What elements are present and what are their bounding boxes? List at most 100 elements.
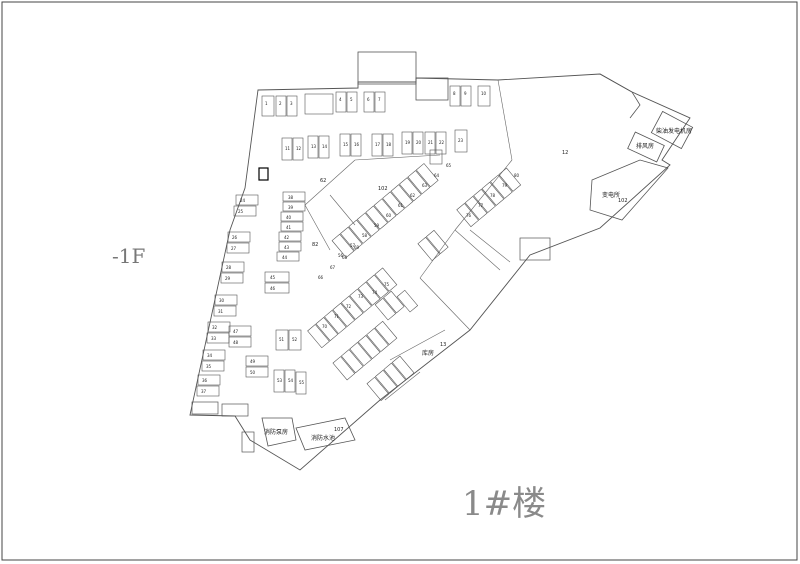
stall-number: 59 [374, 223, 380, 228]
stalls-diagonal-row-d [366, 355, 415, 401]
room-fire-pump: 消防泵房 [264, 429, 289, 436]
room-storage: 库房 [422, 350, 435, 357]
stall-number: 18 [386, 142, 392, 147]
room-tank-no: 107 [334, 427, 344, 433]
stall-number: 70 [322, 324, 328, 329]
stall-number: 68 [342, 255, 348, 260]
stalls-second-row [281, 129, 468, 165]
stall-number: 61 [398, 203, 404, 208]
stall-number: 45 [270, 275, 276, 280]
stalls-diagonal-row-e [456, 167, 522, 228]
stall-number: 28 [226, 265, 232, 270]
stall-number: 48 [233, 340, 239, 345]
annex-top-mid [415, 77, 449, 101]
stall-number: 25 [238, 209, 244, 214]
stall-number: 21 [428, 140, 434, 145]
stall-number: 57 [350, 243, 356, 248]
stall-number: 22 [439, 140, 445, 145]
stall-number: 1 [265, 101, 268, 106]
stall-number: 62 [410, 193, 416, 198]
stall-number: 53 [277, 378, 283, 383]
stall-number: 13 [311, 144, 317, 149]
room-fan: 排风房 [636, 143, 655, 150]
stalls-inner-left [228, 191, 307, 395]
stall-number: 58 [362, 233, 368, 238]
stall-number: 41 [286, 225, 292, 230]
diesel-room-box [650, 110, 694, 150]
building-label: 1#楼 [462, 484, 547, 524]
stall-number: 55 [299, 380, 305, 385]
stall-number: 64 [434, 173, 440, 178]
stall-number: 42 [284, 235, 290, 240]
room-substation: 变电所 [602, 192, 621, 199]
stall-number: 39 [288, 205, 294, 210]
floor-label: -1F [112, 244, 146, 268]
stall-number: 40 [286, 215, 292, 220]
stall-number: 65 [446, 163, 452, 168]
stall-number: 35 [206, 364, 212, 369]
stall-number: 7 [378, 97, 381, 102]
stall-number: 30 [219, 298, 225, 303]
stall-number: 9 [464, 91, 467, 96]
stall-number: 69 [354, 245, 360, 250]
stalls-diagonal-row-b [307, 267, 398, 349]
stall-number: 73 [358, 294, 364, 299]
stall-number: 76 [466, 213, 472, 218]
stalls-diagonal-row-c [332, 320, 398, 381]
fan-room-box [627, 131, 665, 163]
stall-number: 19 [405, 140, 411, 145]
stall-number: 50 [250, 370, 256, 375]
stall-number: 36 [202, 378, 208, 383]
marker-box [258, 167, 269, 181]
stall-number: 17 [375, 142, 381, 147]
stall-number: 74 [372, 290, 378, 295]
stall-number: 43 [284, 245, 290, 250]
stall-number: 14 [322, 144, 328, 149]
annex-top-left [357, 51, 417, 85]
stall-number: 11 [285, 146, 291, 151]
area-62: 62 [320, 178, 327, 184]
stall-number: 12 [296, 146, 302, 151]
stall-number: 75 [384, 282, 390, 287]
fire-water-tank [295, 417, 356, 451]
stall-number: 46 [270, 286, 276, 291]
stall-number: 72 [346, 304, 352, 309]
area-13: 13 [440, 342, 447, 348]
stalls-center-pair [417, 229, 449, 262]
stalls-mid-cluster [374, 289, 419, 321]
stall-number: 51 [279, 337, 285, 342]
room-diesel-generator: 柴油发电机房 [656, 128, 693, 135]
stall-number: 29 [225, 276, 231, 281]
stall-number: 8 [453, 91, 456, 96]
stall-number: 52 [292, 337, 298, 342]
area-102: 102 [378, 186, 388, 192]
stall-number: 23 [458, 138, 464, 143]
stall-number: 77 [478, 203, 484, 208]
stall-number: 66 [318, 275, 324, 280]
right-wing-wall [599, 73, 641, 119]
stall-number: 60 [386, 213, 392, 218]
stall-number: 27 [231, 246, 237, 251]
substation-box [589, 159, 669, 221]
stall-number: 37 [201, 389, 207, 394]
stall-number: 79 [502, 183, 508, 188]
stall-number: 2 [279, 101, 282, 106]
stall-number: 78 [490, 193, 496, 198]
stall-number: 15 [343, 142, 349, 147]
stall-number: 3 [290, 101, 293, 106]
fire-pump-room [261, 417, 297, 447]
stall-number: 32 [212, 325, 218, 330]
stall-number: 16 [354, 142, 360, 147]
stall-number: 63 [422, 183, 428, 188]
stall-number: 54 [288, 378, 294, 383]
stall-number: 80 [514, 173, 520, 178]
stall-number: 4 [339, 97, 342, 102]
stall-number: 56 [338, 253, 344, 258]
stall-number: 47 [233, 329, 239, 334]
stall-number: 33 [211, 336, 217, 341]
stall-number: 6 [367, 97, 370, 102]
stall-number: 71 [334, 314, 340, 319]
stall-number: 44 [282, 255, 288, 260]
stall-number: 38 [288, 195, 294, 200]
